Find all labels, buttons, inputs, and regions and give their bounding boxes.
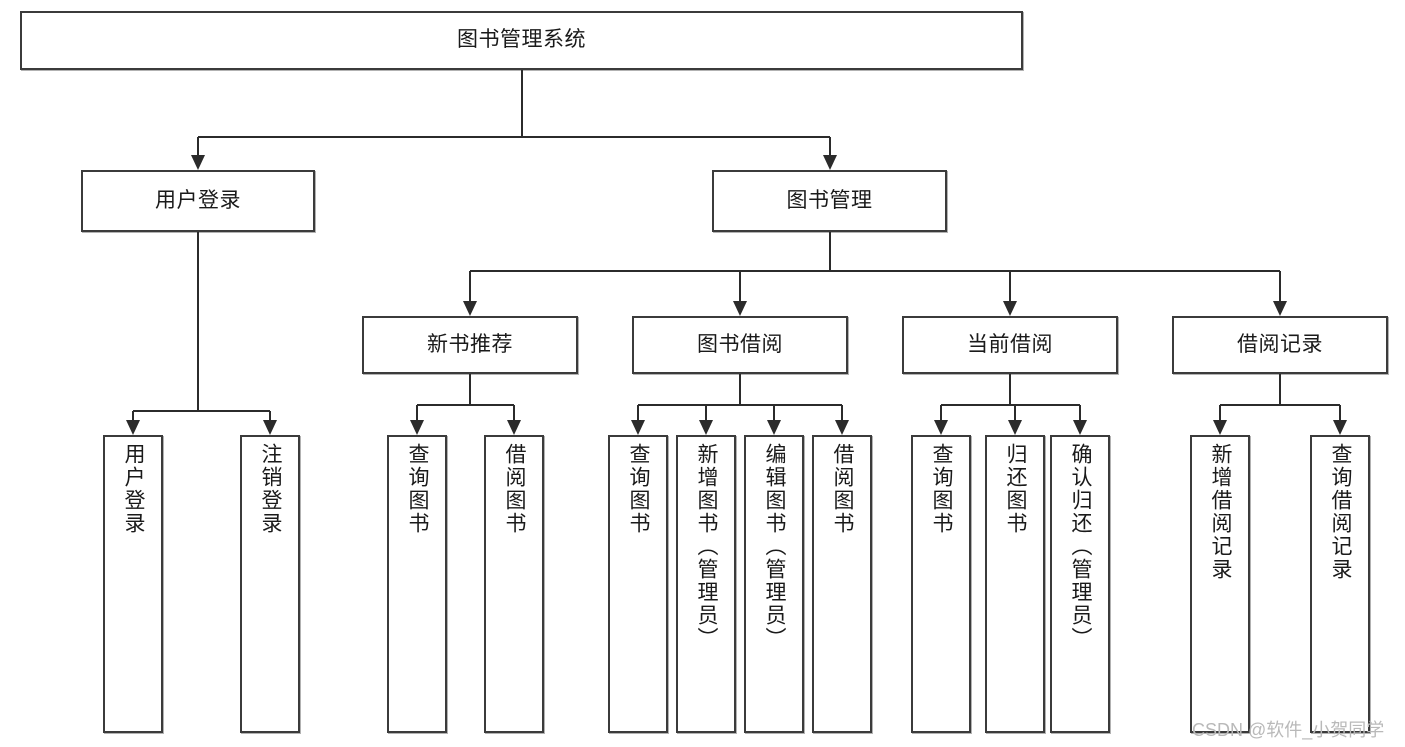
node-leaf-add-book[interactable]: 新增图书（管理员） bbox=[676, 435, 736, 733]
connector-book-manage-drop-3 bbox=[1009, 271, 1011, 301]
arrowhead-book-borrow bbox=[733, 301, 747, 316]
node-root-system[interactable]: 图书管理系统 bbox=[20, 11, 1023, 70]
node-label: 新增借阅记录 bbox=[1209, 443, 1233, 581]
node-label: 图书管理 bbox=[786, 188, 873, 212]
connector-user-login-drop-1 bbox=[132, 411, 134, 420]
arrowhead-borrow-record bbox=[1273, 301, 1287, 316]
arrowhead-current-borrow bbox=[1003, 301, 1017, 316]
node-label: 用户登录 bbox=[122, 443, 146, 535]
node-leaf-query-book-3[interactable]: 查询图书 bbox=[911, 435, 971, 733]
connector-root-stem bbox=[520, 70, 523, 137]
connector-current-borrow-drop-3 bbox=[1079, 405, 1081, 420]
node-label: 查询图书 bbox=[627, 443, 651, 535]
node-leaf-confirm-return[interactable]: 确认归还（管理员） bbox=[1050, 435, 1110, 733]
connector-new-book-rec-bus bbox=[417, 404, 514, 406]
node-label: 图书借阅 bbox=[697, 332, 783, 356]
node-leaf-edit-book[interactable]: 编辑图书（管理员） bbox=[744, 435, 804, 733]
connector-new-book-rec-drop-2 bbox=[513, 405, 515, 420]
node-leaf-user-login[interactable]: 用户登录 bbox=[103, 435, 163, 733]
node-current-borrow[interactable]: 当前借阅 bbox=[902, 316, 1118, 374]
connector-new-book-rec-stem bbox=[469, 374, 471, 405]
connector-book-borrow-drop-4 bbox=[841, 405, 843, 420]
node-label: 查询图书 bbox=[930, 443, 954, 535]
node-leaf-borrow-book-2[interactable]: 借阅图书 bbox=[812, 435, 872, 733]
connector-borrow-record-bus bbox=[1220, 404, 1340, 406]
connector-book-manage-stem bbox=[828, 232, 831, 271]
connector-book-borrow-drop-3 bbox=[773, 405, 775, 420]
arrowhead-user-login bbox=[191, 155, 205, 170]
node-label: 归还图书 bbox=[1004, 443, 1028, 535]
connector-book-manage-drop-1 bbox=[469, 271, 471, 301]
node-label: 当前借阅 bbox=[967, 332, 1053, 356]
node-label: 借阅图书 bbox=[503, 443, 527, 535]
node-label: 借阅图书 bbox=[831, 443, 855, 535]
node-label: 编辑图书（管理员） bbox=[763, 443, 787, 650]
arrowhead-leaf-edit-book bbox=[767, 420, 781, 435]
connector-borrow-record-drop-1 bbox=[1219, 405, 1221, 420]
node-new-book-recommend[interactable]: 新书推荐 bbox=[362, 316, 578, 374]
connector-book-manage-bus bbox=[470, 270, 1280, 272]
arrowhead-leaf-logout bbox=[263, 420, 277, 435]
node-borrow-record[interactable]: 借阅记录 bbox=[1172, 316, 1388, 374]
connector-book-borrow-bus bbox=[638, 404, 842, 406]
connector-current-borrow-drop-2 bbox=[1014, 405, 1016, 420]
connector-book-borrow-drop-1 bbox=[637, 405, 639, 420]
node-label: 查询借阅记录 bbox=[1329, 443, 1353, 581]
arrowhead-leaf-query-record bbox=[1333, 420, 1347, 435]
connector-user-login-bus bbox=[133, 410, 270, 412]
node-label: 确认归还（管理员） bbox=[1069, 443, 1093, 650]
connector-book-borrow-stem bbox=[739, 374, 741, 405]
arrowhead-leaf-borrow-book-1 bbox=[507, 420, 521, 435]
arrowhead-new-book-rec bbox=[463, 301, 477, 316]
node-leaf-logout[interactable]: 注销登录 bbox=[240, 435, 300, 733]
node-leaf-query-book-1[interactable]: 查询图书 bbox=[387, 435, 447, 733]
connector-root-bus bbox=[198, 136, 830, 138]
node-label: 新书推荐 bbox=[427, 332, 513, 356]
node-leaf-query-borrow-record[interactable]: 查询借阅记录 bbox=[1310, 435, 1370, 733]
node-leaf-return-book[interactable]: 归还图书 bbox=[985, 435, 1045, 733]
connector-book-manage-drop-2 bbox=[739, 271, 741, 301]
connector-current-borrow-drop-1 bbox=[940, 405, 942, 420]
arrowhead-leaf-query-book-1 bbox=[410, 420, 424, 435]
connector-borrow-record-drop-2 bbox=[1339, 405, 1341, 420]
node-leaf-borrow-book-1[interactable]: 借阅图书 bbox=[484, 435, 544, 733]
connector-current-borrow-bus bbox=[941, 404, 1080, 406]
arrowhead-leaf-add-book bbox=[699, 420, 713, 435]
connector-new-book-rec-drop-1 bbox=[416, 405, 418, 420]
node-leaf-add-borrow-record[interactable]: 新增借阅记录 bbox=[1190, 435, 1250, 733]
node-leaf-query-book-2[interactable]: 查询图书 bbox=[608, 435, 668, 733]
arrowhead-leaf-confirm-return bbox=[1073, 420, 1087, 435]
arrowhead-leaf-add-record bbox=[1213, 420, 1227, 435]
node-user-login[interactable]: 用户登录 bbox=[81, 170, 315, 232]
node-book-borrow[interactable]: 图书借阅 bbox=[632, 316, 848, 374]
connector-user-login-stem bbox=[197, 232, 199, 411]
connector-user-login-drop-2 bbox=[269, 411, 271, 420]
arrowhead-leaf-borrow-book-2 bbox=[835, 420, 849, 435]
node-label: 借阅记录 bbox=[1237, 332, 1323, 356]
arrowhead-book-manage bbox=[822, 155, 837, 170]
arrowhead-leaf-query-book-2 bbox=[631, 420, 645, 435]
node-label: 注销登录 bbox=[259, 443, 283, 535]
connector-borrow-record-stem bbox=[1279, 374, 1281, 405]
connector-book-borrow-drop-2 bbox=[705, 405, 707, 420]
node-label: 查询图书 bbox=[406, 443, 430, 535]
node-book-manage[interactable]: 图书管理 bbox=[712, 170, 947, 232]
connector-current-borrow-stem bbox=[1009, 374, 1011, 405]
node-label: 用户登录 bbox=[155, 188, 241, 212]
node-label: 图书管理系统 bbox=[457, 28, 586, 52]
connector-root-to-book-manage bbox=[828, 137, 831, 155]
arrowhead-leaf-user-login bbox=[126, 420, 140, 435]
arrowhead-leaf-query-book-3 bbox=[934, 420, 948, 435]
arrowhead-leaf-return-book bbox=[1008, 420, 1022, 435]
connector-book-manage-drop-4 bbox=[1279, 271, 1281, 301]
connector-root-to-user-login bbox=[197, 137, 199, 155]
node-label: 新增图书（管理员） bbox=[695, 443, 719, 650]
